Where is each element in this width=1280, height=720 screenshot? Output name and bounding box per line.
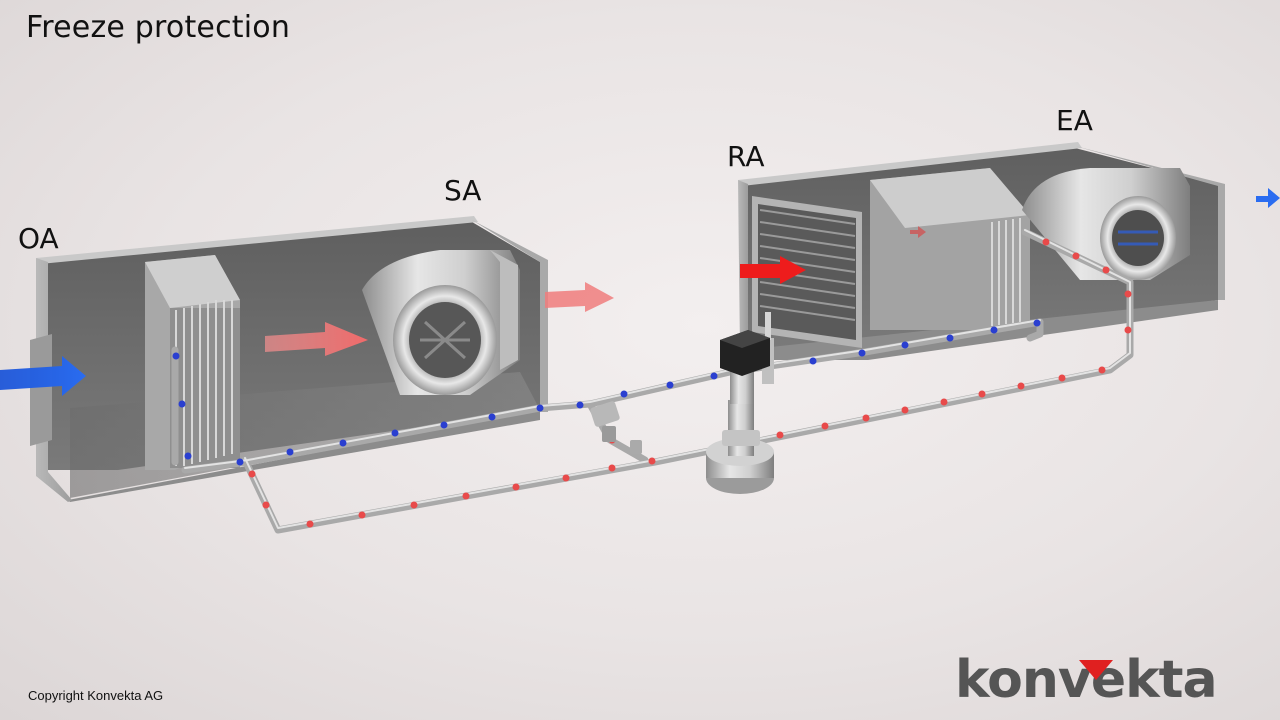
coil-warm-indicator bbox=[910, 226, 926, 238]
supply-air-unit bbox=[30, 216, 548, 502]
supply-coil bbox=[145, 255, 240, 470]
warm-flow-markers bbox=[248, 238, 1132, 528]
supply-air-internal-arrow bbox=[265, 322, 368, 356]
page-title: Freeze protection bbox=[26, 10, 291, 45]
exhaust-air-arrow bbox=[1256, 188, 1280, 208]
circulation-pump bbox=[706, 312, 774, 494]
label-outdoor-air: OA bbox=[18, 222, 59, 255]
supply-air-outlet-arrow bbox=[545, 282, 614, 312]
label-supply-air: SA bbox=[444, 174, 482, 207]
supply-fan bbox=[362, 250, 520, 395]
outdoor-air-arrow bbox=[0, 356, 86, 396]
label-exhaust-air: EA bbox=[1056, 104, 1093, 137]
brand-logo-accent-icon bbox=[1079, 660, 1113, 680]
exhaust-coil bbox=[870, 168, 1030, 330]
brand-logo: konvekta bbox=[955, 650, 1218, 710]
return-air-grille bbox=[752, 196, 862, 348]
valve-actuator bbox=[720, 330, 770, 376]
exhaust-air-unit bbox=[738, 142, 1225, 360]
return-air-arrow bbox=[740, 256, 806, 284]
copyright-notice: Copyright Konvekta AG bbox=[28, 688, 164, 703]
label-return-air: RA bbox=[727, 140, 765, 173]
cold-flow-markers bbox=[172, 319, 1041, 466]
bypass-valve bbox=[590, 401, 642, 454]
